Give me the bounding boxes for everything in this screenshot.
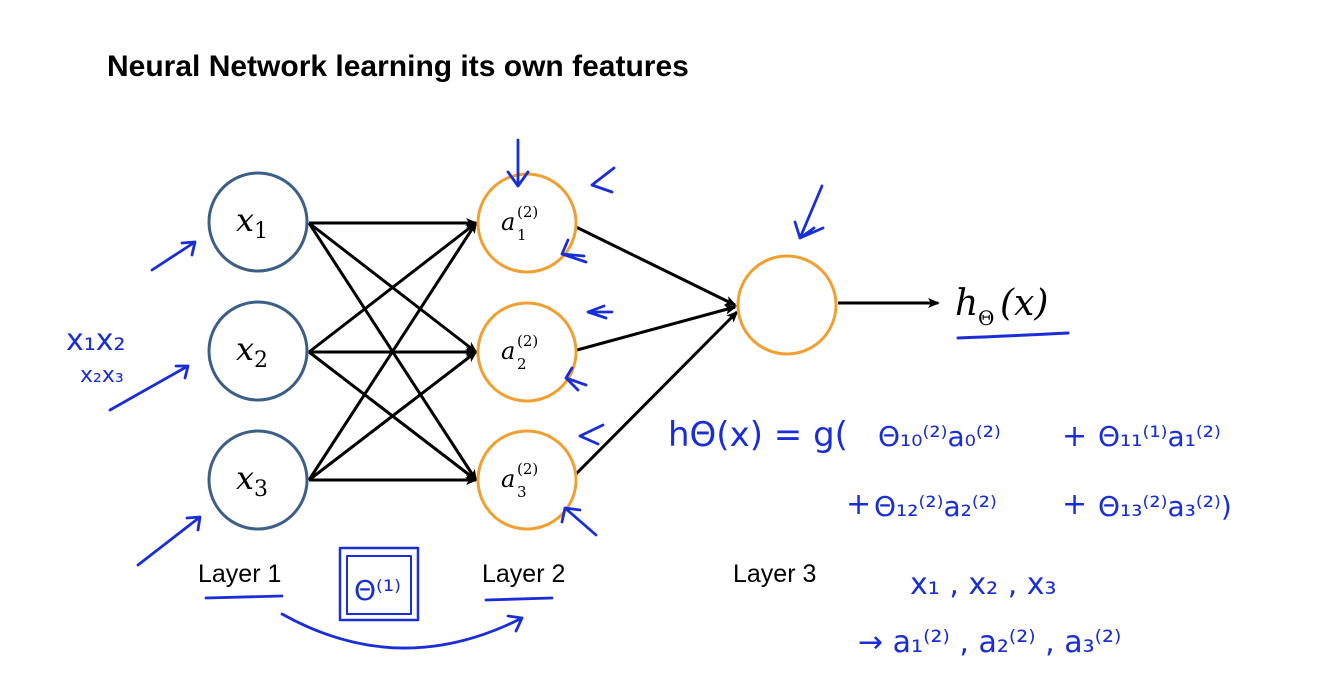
input-node-x3: x3 [207, 429, 309, 531]
x1-sub: 1 [254, 219, 268, 244]
a2-var: a [501, 337, 515, 365]
a2-sub: 2 [517, 355, 527, 373]
layer-link-arrow [280, 612, 524, 650]
equation-term2: Θ₁₁⁽¹⁾a₁⁽²⁾ [1098, 420, 1221, 453]
x2-var: x [236, 330, 254, 368]
output-h: h [955, 283, 978, 324]
output-underline [956, 331, 1070, 340]
side-note-line2: x₂x₃ [80, 363, 124, 388]
theta-box [338, 546, 420, 622]
boxed-theta-text: Θ⁽¹⁾ [354, 574, 401, 607]
pointer-arrow-icon [564, 366, 588, 392]
a1-sub: 1 [517, 226, 527, 244]
input-hidden-edges [307, 218, 478, 485]
equation-plus1: + [1062, 419, 1087, 454]
output-expression: h Θ (x) [955, 283, 1070, 340]
equation-plus3: + [1062, 487, 1087, 522]
a3-sub: 3 [517, 483, 527, 501]
ink-pointer-arrows [108, 138, 825, 650]
a3-sup: (2) [517, 460, 538, 478]
input-node-x2: x2 [207, 300, 309, 402]
x1-var: x [236, 201, 254, 239]
a1-var: a [501, 208, 515, 236]
boxed-theta: Θ⁽¹⁾ [338, 546, 420, 622]
layer2-underline [484, 596, 554, 602]
output-theta: Θ [978, 306, 994, 330]
hidden-output-edges [572, 224, 940, 478]
hidden-layer: a (2) 1 a (2) 2 a (2) 3 [476, 172, 578, 531]
x3-var: x [236, 459, 254, 497]
ink-underlines [204, 594, 554, 602]
page-title: Neural Network learning its own features [107, 50, 689, 83]
pointer-arrow-icon [560, 506, 598, 537]
pointer-arrow-icon [560, 238, 588, 264]
equation-term4: Θ₁₃⁽²⁾a₃⁽²⁾) [1098, 490, 1232, 523]
edge-x3-a1 [307, 221, 478, 481]
equation-lhs: hΘ(x) = g( [668, 415, 848, 455]
equation-plus2: + [846, 487, 871, 522]
edge-x2-a1 [308, 221, 478, 354]
hidden-node-a2: a (2) 2 [476, 301, 578, 403]
a1-sup: (2) [517, 203, 538, 221]
pointer-arrow-icon [506, 138, 530, 188]
input-layer: x1 x2 x3 [207, 171, 309, 531]
svg-text:x3: x3 [236, 459, 268, 502]
hidden-node-a1: a (2) 1 [476, 172, 578, 274]
layer-3-label: Layer 3 [733, 560, 817, 588]
edge-a3-out [572, 310, 739, 478]
svg-text:x1: x1 [236, 201, 268, 244]
edge-a2-out [576, 304, 737, 352]
x3-sub: 3 [254, 477, 268, 502]
handwritten-notes: x₁x₂ x₂x₃ hΘ(x) = g( Θ₁₀⁽²⁾a₀⁽²⁾ + Θ₁₁⁽¹… [66, 323, 1232, 660]
pointer-arrow-icon [590, 166, 616, 194]
side-note-line1: x₁x₂ [66, 323, 126, 358]
equation-term1: Θ₁₀⁽²⁾a₀⁽²⁾ [878, 420, 1001, 453]
hidden-note: → a₁⁽²⁾ , a₂⁽²⁾ , a₃⁽²⁾ [858, 625, 1121, 660]
edge-x3-a2 [308, 350, 478, 482]
pointer-arrow-icon [586, 304, 614, 320]
layer1-underline [204, 594, 284, 600]
output-node [736, 254, 838, 356]
equation-term3: Θ₁₂⁽²⁾a₂⁽²⁾ [874, 490, 997, 523]
a2-sup: (2) [517, 332, 538, 350]
pointer-arrow-icon [793, 184, 825, 240]
inputs-note: x₁ , x₂ , x₃ [910, 567, 1057, 602]
pointer-arrow-icon [578, 423, 605, 446]
pointer-arrow-icon [150, 240, 197, 272]
output-arg: (x) [1000, 283, 1048, 324]
layer-1-label: Layer 1 [198, 560, 282, 588]
a3-var: a [501, 465, 515, 493]
pointer-arrow-icon [108, 364, 190, 412]
hidden-node-a3: a (2) 3 [476, 429, 578, 531]
input-node-x1: x1 [207, 171, 309, 273]
svg-text:x2: x2 [236, 330, 268, 373]
x2-sub: 2 [254, 348, 268, 373]
edge-a1-out [573, 224, 737, 307]
layer-2-label: Layer 2 [482, 560, 566, 588]
pointer-arrow-icon [136, 515, 202, 567]
